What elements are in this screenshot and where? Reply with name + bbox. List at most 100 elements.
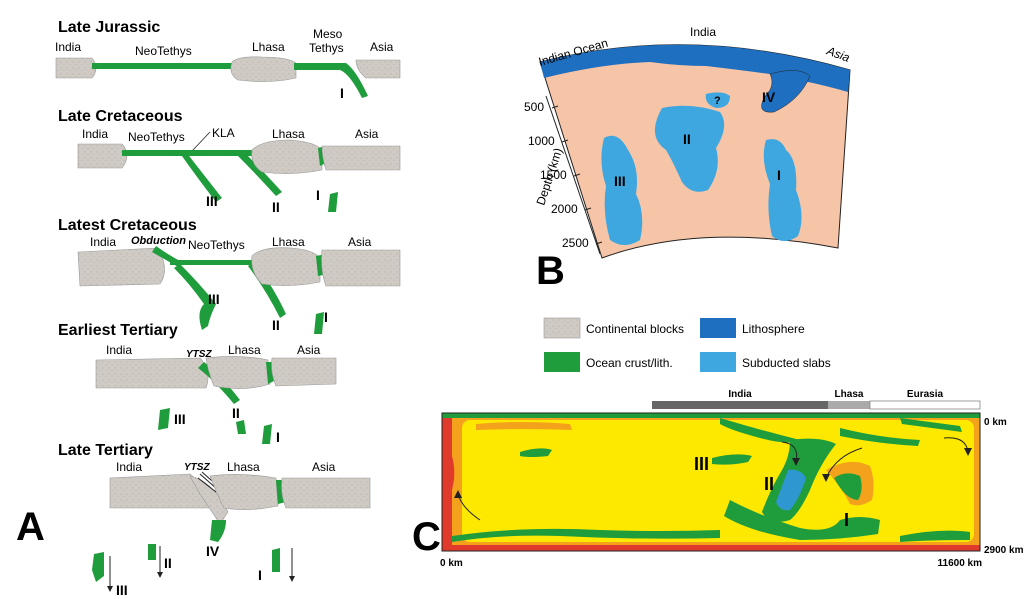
label-asia: Asia xyxy=(355,127,379,141)
slab-III xyxy=(174,264,216,330)
india-block xyxy=(55,57,97,79)
detached-slab-III xyxy=(158,408,170,430)
bottom-slab xyxy=(452,528,720,542)
panel-a: Late Jurassic India NeoTethys Lhasa Meso… xyxy=(16,19,401,598)
label-india: India xyxy=(55,40,81,54)
asia-block xyxy=(321,249,401,287)
legend-label-slab: Subducted slabs xyxy=(742,356,831,370)
stage-title: Late Cretaceous xyxy=(58,108,183,125)
label-neotethys: NeoTethys xyxy=(135,44,192,58)
detached-slab-I xyxy=(262,424,272,444)
depth-bottom-label: 2900 km xyxy=(984,545,1024,556)
detached-slab-III xyxy=(92,552,104,582)
model-yellow xyxy=(462,420,974,542)
stage-earliest-tertiary: Earliest Tertiary India YTSZ Lhasa Asia … xyxy=(58,322,337,445)
legend-label-lithosphere: Lithosphere xyxy=(742,322,805,336)
legend-swatch-lithosphere xyxy=(700,318,736,338)
label-ytsz: YTSZ xyxy=(186,349,212,360)
slab-II xyxy=(654,105,725,192)
label-lhasa: Lhasa xyxy=(272,127,305,141)
tick-2500: 2500 xyxy=(562,236,589,250)
slab-III xyxy=(601,135,643,245)
label-asia: Asia xyxy=(824,43,852,65)
tick-2000: 2000 xyxy=(551,202,578,216)
slab-label-II: II xyxy=(272,317,280,333)
slab-label-I: I xyxy=(340,85,344,101)
detached-slab-I xyxy=(272,548,280,572)
legend-label-ocean: Ocean crust/lith. xyxy=(586,356,673,370)
slab-label-III: III xyxy=(174,411,186,427)
lhasa-block xyxy=(251,247,321,286)
panel-label-b: B xyxy=(536,249,565,293)
bar-label-eurasia: Eurasia xyxy=(907,389,944,400)
label-india: India xyxy=(106,343,132,357)
label-neotethys: NeoTethys xyxy=(188,238,245,252)
slab-II-blue xyxy=(776,469,806,511)
tick-1000: 1000 xyxy=(528,134,555,148)
label-india: India xyxy=(90,235,116,249)
slab-label-II: II xyxy=(683,131,691,147)
slab-label-II: II xyxy=(164,555,172,571)
slab-label-III: III xyxy=(116,582,128,598)
panel-label-a: A xyxy=(16,505,45,549)
green-strip xyxy=(720,418,800,443)
lhasa-block xyxy=(205,356,271,389)
label-asia: Asia xyxy=(370,40,394,54)
stage-title: Earliest Tertiary xyxy=(58,322,178,339)
label-lhasa: Lhasa xyxy=(272,235,305,249)
slab-IV xyxy=(210,520,226,542)
label-obduction: Obduction xyxy=(131,235,186,247)
slab-I-base xyxy=(724,500,880,540)
slab-label-III: III xyxy=(208,291,220,307)
bar-eurasia xyxy=(869,400,981,410)
label-asia: Asia xyxy=(297,343,321,357)
lhasa-block xyxy=(230,56,297,82)
slab-label-I: I xyxy=(324,309,328,325)
slab-label-II: II xyxy=(764,474,774,494)
india-block xyxy=(77,143,128,169)
panel-b: Indian Ocean India Asia ? IV II III I 50… xyxy=(524,25,852,293)
stage-late-cretaceous: Late Cretaceous India NeoTethys KLA Lhas… xyxy=(58,108,401,215)
stage-late-tertiary: Late Tertiary India YTSZ Lhasa Asia IV I… xyxy=(58,442,371,598)
stage-title: Late Tertiary xyxy=(58,442,153,459)
slab-I xyxy=(763,139,802,241)
detached-slab-II xyxy=(236,420,246,434)
legend-swatch-continental xyxy=(543,317,581,339)
tick-500: 500 xyxy=(524,100,544,114)
label-india: India xyxy=(82,127,108,141)
detached-slab-I xyxy=(328,192,338,212)
slab-label-IV: IV xyxy=(762,89,776,105)
legend-swatch-ocean xyxy=(544,352,580,372)
label-asia: Asia xyxy=(312,460,336,474)
neotethys-ocean xyxy=(122,150,262,156)
stage-latest-cretaceous: Latest Cretaceous India Obduction NeoTet… xyxy=(58,217,401,334)
legend-label-continental: Continental blocks xyxy=(586,322,684,336)
slab-label-III: III xyxy=(694,454,709,474)
india-block xyxy=(77,247,165,287)
stage-title: Late Jurassic xyxy=(58,19,160,36)
label-tethys: Tethys xyxy=(309,41,344,55)
legend: Continental blocks Lithosphere Ocean cru… xyxy=(543,317,831,372)
x-left-label: 0 km xyxy=(440,558,463,569)
depth-ticks xyxy=(551,105,603,245)
depth-top-label: 0 km xyxy=(984,417,1007,428)
model-frame xyxy=(441,412,981,552)
neotethys-ocean xyxy=(170,260,260,265)
slab-III xyxy=(182,152,222,202)
neotethys-ocean xyxy=(92,63,234,69)
slab-III xyxy=(712,454,752,465)
panel-c: India Lhasa Eurasia xyxy=(412,389,1024,569)
label-lhasa: Lhasa xyxy=(252,40,285,54)
x-right-label: 11600 km xyxy=(938,558,983,569)
slab-label-q: ? xyxy=(714,95,721,107)
stage-title: Latest Cretaceous xyxy=(58,217,197,234)
bar-label-india: India xyxy=(728,389,752,400)
mesotethys-slab xyxy=(294,63,368,98)
detached-slab-I xyxy=(314,312,324,334)
label-kla: KLA xyxy=(212,126,235,140)
slab-label-II: II xyxy=(272,199,280,215)
slab-label-III: III xyxy=(614,173,626,189)
depth-axis xyxy=(545,95,601,255)
label-india: India xyxy=(116,460,142,474)
